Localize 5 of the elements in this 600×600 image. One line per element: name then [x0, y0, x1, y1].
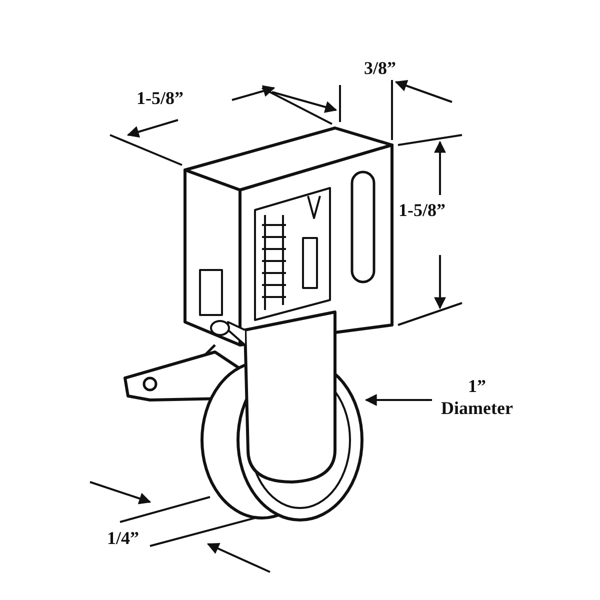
dimension-label: 1-5/8” — [398, 200, 446, 222]
dimension-label: 3/8” — [362, 58, 397, 80]
dimension-label: 1/4” — [106, 528, 140, 550]
dimension-label: 1-5/8” — [136, 88, 184, 110]
diameter-label: 1” Diameter — [440, 376, 514, 420]
